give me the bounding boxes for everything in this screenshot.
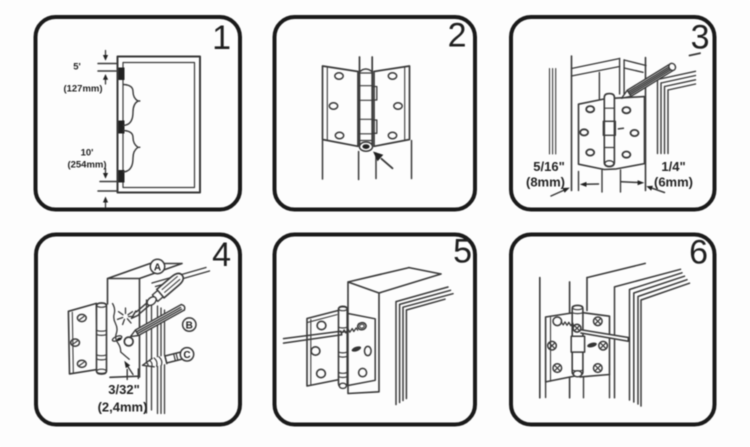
svg-text:(254mm): (254mm) <box>67 160 106 171</box>
svg-text:(127mm): (127mm) <box>63 84 102 95</box>
svg-text:C: C <box>183 350 190 361</box>
svg-text:(8mm): (8mm) <box>526 175 565 190</box>
svg-text:2: 2 <box>448 17 467 55</box>
svg-text:10': 10' <box>81 148 94 159</box>
svg-text:1/4": 1/4" <box>661 159 685 174</box>
svg-text:5: 5 <box>453 233 472 271</box>
svg-text:4: 4 <box>212 236 231 274</box>
svg-text:(2,4mm): (2,4mm) <box>98 400 148 415</box>
svg-text:1: 1 <box>212 19 231 57</box>
svg-text:6: 6 <box>689 234 708 272</box>
svg-text:(6mm): (6mm) <box>654 175 693 190</box>
svg-text:5': 5' <box>73 62 81 73</box>
svg-text:5/16": 5/16" <box>533 159 564 174</box>
svg-text:3/32": 3/32" <box>108 382 139 397</box>
svg-text:A: A <box>154 262 161 273</box>
svg-text:3: 3 <box>691 19 710 57</box>
svg-text:B: B <box>186 320 193 331</box>
